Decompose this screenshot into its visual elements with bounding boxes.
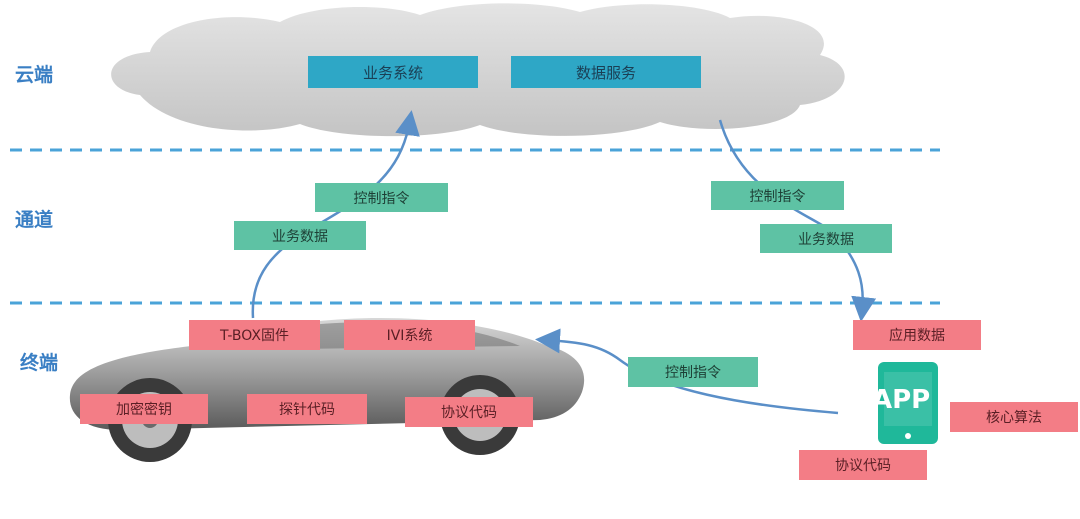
ivi-system-box: IVI系统 — [344, 320, 475, 350]
tier-label-terminal: 终端 — [20, 352, 59, 374]
business-data-box-right: 业务数据 — [760, 224, 892, 253]
control-command-box-right: 控制指令 — [711, 181, 844, 210]
business-data-box-left: 业务数据 — [234, 221, 366, 250]
app-protocol-code-box: 协议代码 — [799, 450, 927, 480]
tbox-firmware-box: T-BOX固件 — [189, 320, 320, 350]
tier-label-cloud: 云端 — [15, 64, 54, 86]
tier-label-channel: 通道 — [15, 209, 54, 231]
phone-icon — [878, 362, 938, 444]
business-system-box: 业务系统 — [308, 56, 478, 88]
data-service-box: 数据服务 — [511, 56, 701, 88]
core-algorithm-box: 核心算法 — [950, 402, 1078, 432]
car-image — [69, 318, 585, 462]
probe-code-box: 探针代码 — [247, 394, 367, 424]
app-data-box: 应用数据 — [853, 320, 981, 350]
control-command-box-terminal: 控制指令 — [628, 357, 758, 387]
car-protocol-code-box: 协议代码 — [405, 397, 533, 427]
encryption-key-box: 加密密钥 — [80, 394, 208, 424]
app-icon-text: APP — [872, 385, 931, 415]
control-command-box-left: 控制指令 — [315, 183, 448, 212]
